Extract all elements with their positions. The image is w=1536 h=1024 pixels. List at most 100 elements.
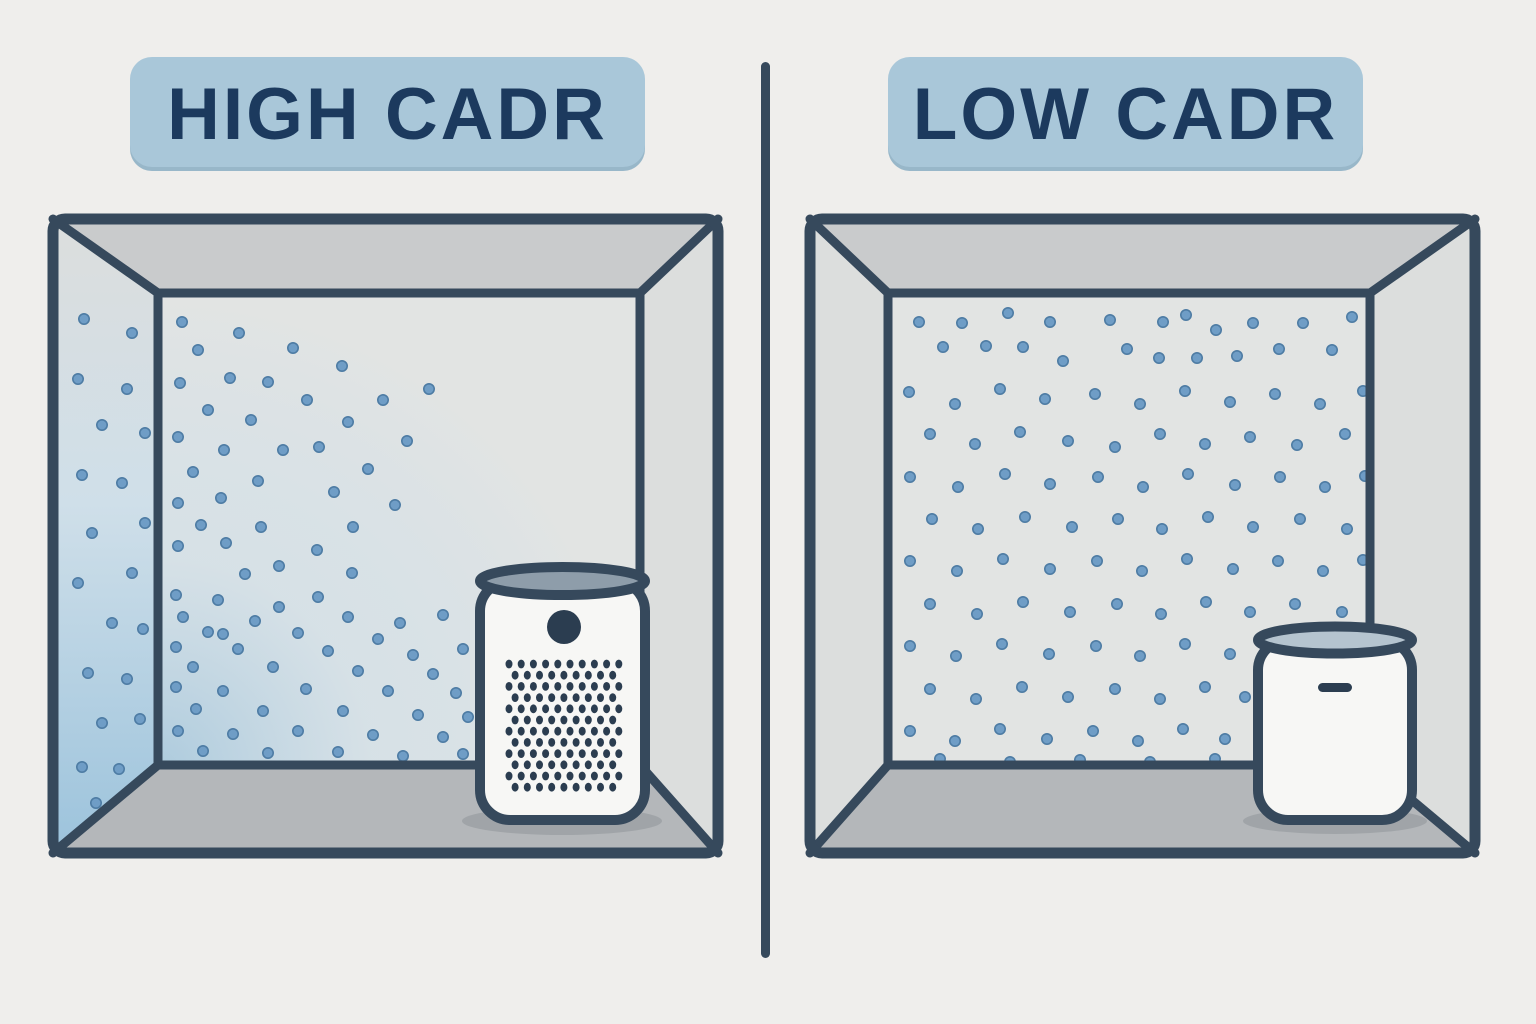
particle-dot bbox=[1017, 341, 1030, 354]
grille-hole bbox=[523, 715, 531, 725]
particle-dot bbox=[1179, 309, 1192, 322]
particle-dot bbox=[400, 435, 413, 448]
grille-hole bbox=[529, 726, 537, 736]
particle-dot bbox=[1296, 317, 1309, 330]
particle-dot bbox=[994, 383, 1007, 396]
room-frame bbox=[47, 213, 724, 859]
grille-hole bbox=[542, 749, 550, 758]
particle-dot bbox=[217, 627, 230, 640]
grille-hole bbox=[536, 715, 543, 725]
grille-hole bbox=[578, 682, 586, 691]
particle-dot bbox=[187, 660, 200, 673]
purifier-top bbox=[1253, 621, 1417, 659]
grille-hole bbox=[566, 659, 574, 669]
particle-dot bbox=[121, 383, 134, 396]
particle-dot bbox=[215, 491, 228, 504]
particle-dot bbox=[1178, 637, 1191, 650]
particle-dot bbox=[1223, 396, 1236, 409]
grille-hole bbox=[590, 749, 598, 758]
particle-dot bbox=[1338, 428, 1351, 441]
ceiling bbox=[53, 219, 718, 293]
particle-dot bbox=[422, 383, 435, 396]
particle-dot bbox=[924, 428, 937, 441]
particle-dot bbox=[1044, 316, 1057, 329]
grille-hole bbox=[560, 738, 568, 747]
particle-dot bbox=[1273, 470, 1286, 483]
grille-hole bbox=[517, 682, 525, 691]
particle-dot bbox=[89, 796, 102, 809]
grille-hole bbox=[609, 782, 617, 792]
particle-dot bbox=[913, 316, 926, 329]
particle-dot bbox=[924, 597, 937, 610]
grille-hole bbox=[523, 760, 531, 770]
particle-dot bbox=[971, 607, 984, 620]
particle-dot bbox=[972, 522, 985, 535]
grille-hole bbox=[529, 771, 537, 781]
particle-dot bbox=[1271, 554, 1284, 567]
particle-dot bbox=[1181, 467, 1194, 480]
particle-dot bbox=[1268, 388, 1281, 401]
particle-dot bbox=[381, 684, 394, 697]
particle-dot bbox=[926, 512, 939, 525]
grille-hole bbox=[548, 693, 556, 702]
particle-dot bbox=[249, 614, 262, 627]
particles-left-wall bbox=[71, 313, 152, 809]
particle-dot bbox=[1201, 510, 1214, 523]
particle-dot bbox=[287, 342, 300, 355]
particle-dot bbox=[1111, 512, 1124, 525]
grille-hole bbox=[505, 659, 513, 669]
grille-hole bbox=[529, 749, 537, 758]
particle-dot bbox=[71, 373, 84, 386]
particle-dot bbox=[126, 327, 139, 340]
grille-hole bbox=[597, 738, 604, 747]
room-edges bbox=[48, 214, 723, 858]
particle-dot bbox=[1152, 352, 1165, 365]
purifier-top bbox=[475, 562, 650, 600]
particle-dot bbox=[996, 637, 1009, 650]
grille-hole bbox=[609, 760, 617, 770]
particle-dot bbox=[257, 704, 270, 717]
grille-hole bbox=[554, 704, 562, 714]
particle-dot bbox=[177, 610, 190, 623]
particle-dot bbox=[1218, 732, 1231, 745]
grille-hole bbox=[560, 693, 568, 702]
grille-hole bbox=[517, 749, 525, 758]
particle-dot bbox=[1288, 597, 1301, 610]
particle-dot bbox=[1056, 355, 1069, 368]
particle-dot bbox=[1108, 682, 1121, 695]
particle-dot bbox=[949, 398, 962, 411]
grille-hole bbox=[548, 782, 556, 792]
grille-hole bbox=[542, 659, 550, 669]
grille-hole bbox=[536, 693, 543, 702]
particle-dot bbox=[239, 567, 252, 580]
particle-dot bbox=[1238, 690, 1251, 703]
particle-dot bbox=[341, 610, 354, 623]
grille-hole bbox=[590, 726, 598, 736]
particle-dot bbox=[113, 762, 126, 775]
particle-dot bbox=[217, 684, 230, 697]
particle-dot bbox=[77, 313, 90, 326]
particle-dot bbox=[134, 712, 147, 725]
particle-dot bbox=[300, 394, 313, 407]
grille-hole bbox=[597, 670, 604, 680]
grille-hole bbox=[548, 738, 556, 747]
grille-hole bbox=[548, 670, 556, 680]
particle-dot bbox=[252, 474, 265, 487]
room-frame bbox=[804, 213, 1481, 859]
particle-dot bbox=[924, 682, 937, 695]
particle-dot bbox=[1086, 724, 1099, 737]
grille-hole bbox=[603, 682, 611, 691]
room-high-cadr bbox=[47, 213, 724, 859]
particle-dot bbox=[331, 745, 344, 758]
particle-dot bbox=[426, 667, 439, 680]
grille-hole bbox=[554, 771, 562, 781]
particle-dot bbox=[1103, 314, 1116, 327]
particle-dot bbox=[937, 341, 950, 354]
particle-dot bbox=[1133, 398, 1146, 411]
air-purifier-high-cadr bbox=[462, 562, 662, 835]
particle-dot bbox=[1089, 639, 1102, 652]
grille-hole bbox=[597, 782, 604, 792]
particle-dot bbox=[994, 722, 1007, 735]
particle-dot bbox=[277, 444, 290, 457]
grille-hole bbox=[505, 749, 513, 758]
